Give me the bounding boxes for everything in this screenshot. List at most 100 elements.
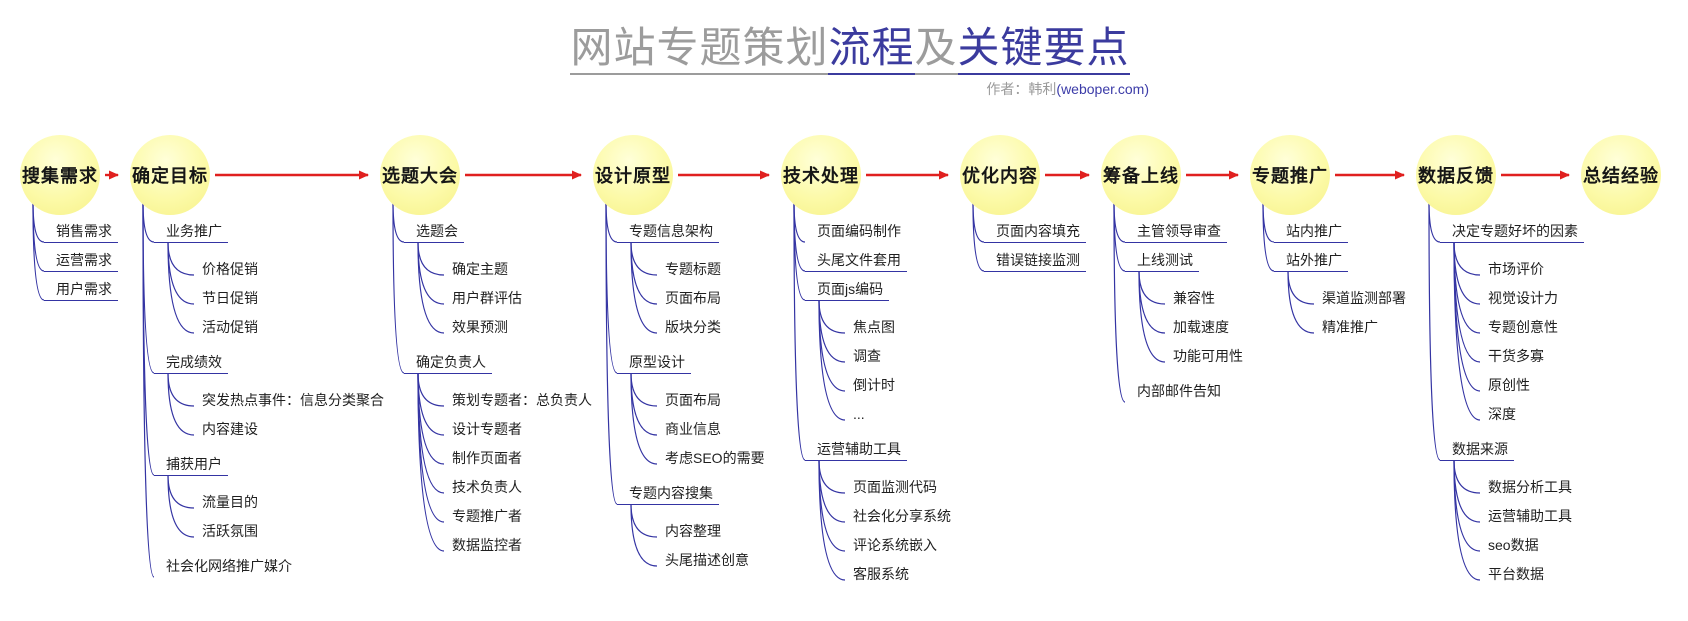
branch-curve	[142, 202, 155, 374]
branch-subitem: 商业信息	[665, 421, 721, 437]
flow-node-8: 专题推广	[1250, 135, 1330, 215]
branch-subitem: 活跃氛围	[202, 523, 258, 539]
branch-curve	[417, 372, 445, 407]
branch-curve	[1138, 270, 1166, 363]
branch-item: 页面编码制作	[817, 223, 901, 239]
branch-item: 销售需求	[44, 223, 118, 243]
branch-curve	[605, 203, 618, 505]
branch-curve	[1453, 241, 1481, 305]
branch-subitem: 干货多寡	[1488, 348, 1544, 364]
branch-curve	[417, 372, 445, 552]
branch-curve	[972, 202, 985, 272]
branch-subitem: 确定主题	[452, 261, 508, 277]
title-segment: 网站专题策划	[570, 24, 829, 75]
title-block: 网站专题策划流程及关键要点 作者：韩利(weboper.com)	[545, 24, 1155, 99]
branch-curve	[1453, 241, 1481, 363]
branch-curve	[818, 299, 846, 334]
flow-node-10: 总结经验	[1581, 135, 1661, 215]
branch-subitem: 数据分析工具	[1488, 479, 1572, 495]
branch-curve	[417, 372, 445, 523]
branch-item: 社会化网络推广媒介	[166, 558, 292, 574]
branch-curve	[417, 241, 445, 305]
branch-subitem: 节日促销	[202, 290, 258, 306]
branch-curve	[630, 241, 658, 276]
flow-node-label: 筹备上线	[1103, 166, 1179, 186]
title-segment: 关键要点	[957, 24, 1130, 75]
branch-subitem: 制作页面者	[452, 450, 522, 466]
branch-curve	[167, 372, 195, 407]
branch-subitem: 用户群评估	[452, 290, 522, 306]
branch-item: 上线测试	[1125, 252, 1199, 272]
branch-curve	[1453, 241, 1481, 334]
branch-curve	[818, 299, 846, 421]
branch-curve	[818, 459, 846, 581]
branch-subitem: 内容整理	[665, 523, 721, 539]
branch-subitem: 设计专题者	[452, 421, 522, 437]
branch-curve	[1453, 459, 1481, 581]
branch-curve	[32, 203, 45, 301]
branch-curve	[1453, 241, 1481, 276]
branch-curve	[1428, 202, 1441, 461]
branch-curve	[167, 241, 195, 334]
branch-subitem: 内容建设	[202, 421, 258, 437]
branch-subitem: ...	[853, 406, 865, 422]
flow-node-7: 筹备上线	[1101, 135, 1181, 215]
branch-curve	[1453, 241, 1481, 392]
branch-curve	[142, 203, 155, 476]
branch-subitem: 突发热点事件：信息分类聚合	[202, 392, 384, 408]
branch-subitem: 倒计时	[853, 377, 895, 393]
branch-item: 头尾文件套用	[805, 252, 907, 272]
branch-curve	[1453, 459, 1481, 523]
branch-item: 选题会	[404, 223, 464, 243]
branch-curve	[417, 241, 445, 334]
branch-subitem: 专题标题	[665, 261, 721, 277]
branch-item: 页面内容填充	[984, 223, 1086, 243]
branch-item: 页面js编码	[805, 281, 890, 301]
branch-subitem: 价格促销	[202, 261, 258, 277]
branch-subitem: 流量目的	[202, 494, 258, 510]
branch-item: 专题信息架构	[617, 223, 719, 243]
branch-curve	[630, 372, 658, 465]
branch-curve	[417, 372, 445, 436]
branch-subitem: 头尾描述创意	[665, 552, 749, 568]
branch-curve	[630, 241, 658, 305]
branch-item: 错误链接监测	[984, 252, 1086, 272]
branch-item: 决定专题好坏的因素	[1440, 223, 1584, 243]
branch-subitem: 专题创意性	[1488, 319, 1558, 335]
branch-item: 用户需求	[44, 281, 118, 301]
branch-curve	[1453, 241, 1481, 421]
branch-subitem: 运营辅助工具	[1488, 508, 1572, 524]
branch-curve	[142, 204, 155, 578]
branch-curve	[167, 241, 195, 276]
branch-subitem: 原创性	[1488, 377, 1530, 393]
branch-curve	[630, 372, 658, 436]
branch-curve	[1287, 270, 1315, 334]
flow-node-2: 确定目标	[130, 135, 210, 215]
branch-subitem: 版块分类	[665, 319, 721, 335]
branch-curve	[1262, 202, 1275, 272]
branch-subitem: 深度	[1488, 406, 1516, 422]
flow-node-1: 搜集需求	[20, 135, 100, 215]
branch-curve	[818, 299, 846, 392]
branch-subitem: 兼容性	[1173, 290, 1215, 306]
branch-subitem: 功能可用性	[1173, 348, 1243, 364]
flow-node-3: 选题大会	[380, 135, 460, 215]
branch-curve	[818, 459, 846, 523]
branch-curve	[417, 372, 445, 465]
branch-subitem: 调查	[853, 348, 881, 364]
branch-item: 主管领导审查	[1125, 223, 1227, 243]
branch-subitem: seo数据	[1488, 537, 1539, 553]
branch-item: 完成绩效	[154, 354, 228, 374]
branch-item: 数据来源	[1440, 441, 1514, 461]
flow-node-label: 数据反馈	[1418, 166, 1494, 186]
branch-curve	[32, 202, 45, 272]
branch-curve	[818, 459, 846, 494]
branch-subitem: 渠道监测部署	[1322, 290, 1406, 306]
branch-curve	[1113, 203, 1126, 403]
flow-node-9: 数据反馈	[1416, 135, 1496, 215]
branch-subitem: 加载速度	[1173, 319, 1229, 335]
branch-subitem: 考虑SEO的需要	[665, 450, 765, 466]
flow-node-label: 总结经验	[1583, 166, 1659, 186]
branch-curve	[630, 241, 658, 334]
branch-item: 专题内容搜集	[617, 485, 719, 505]
